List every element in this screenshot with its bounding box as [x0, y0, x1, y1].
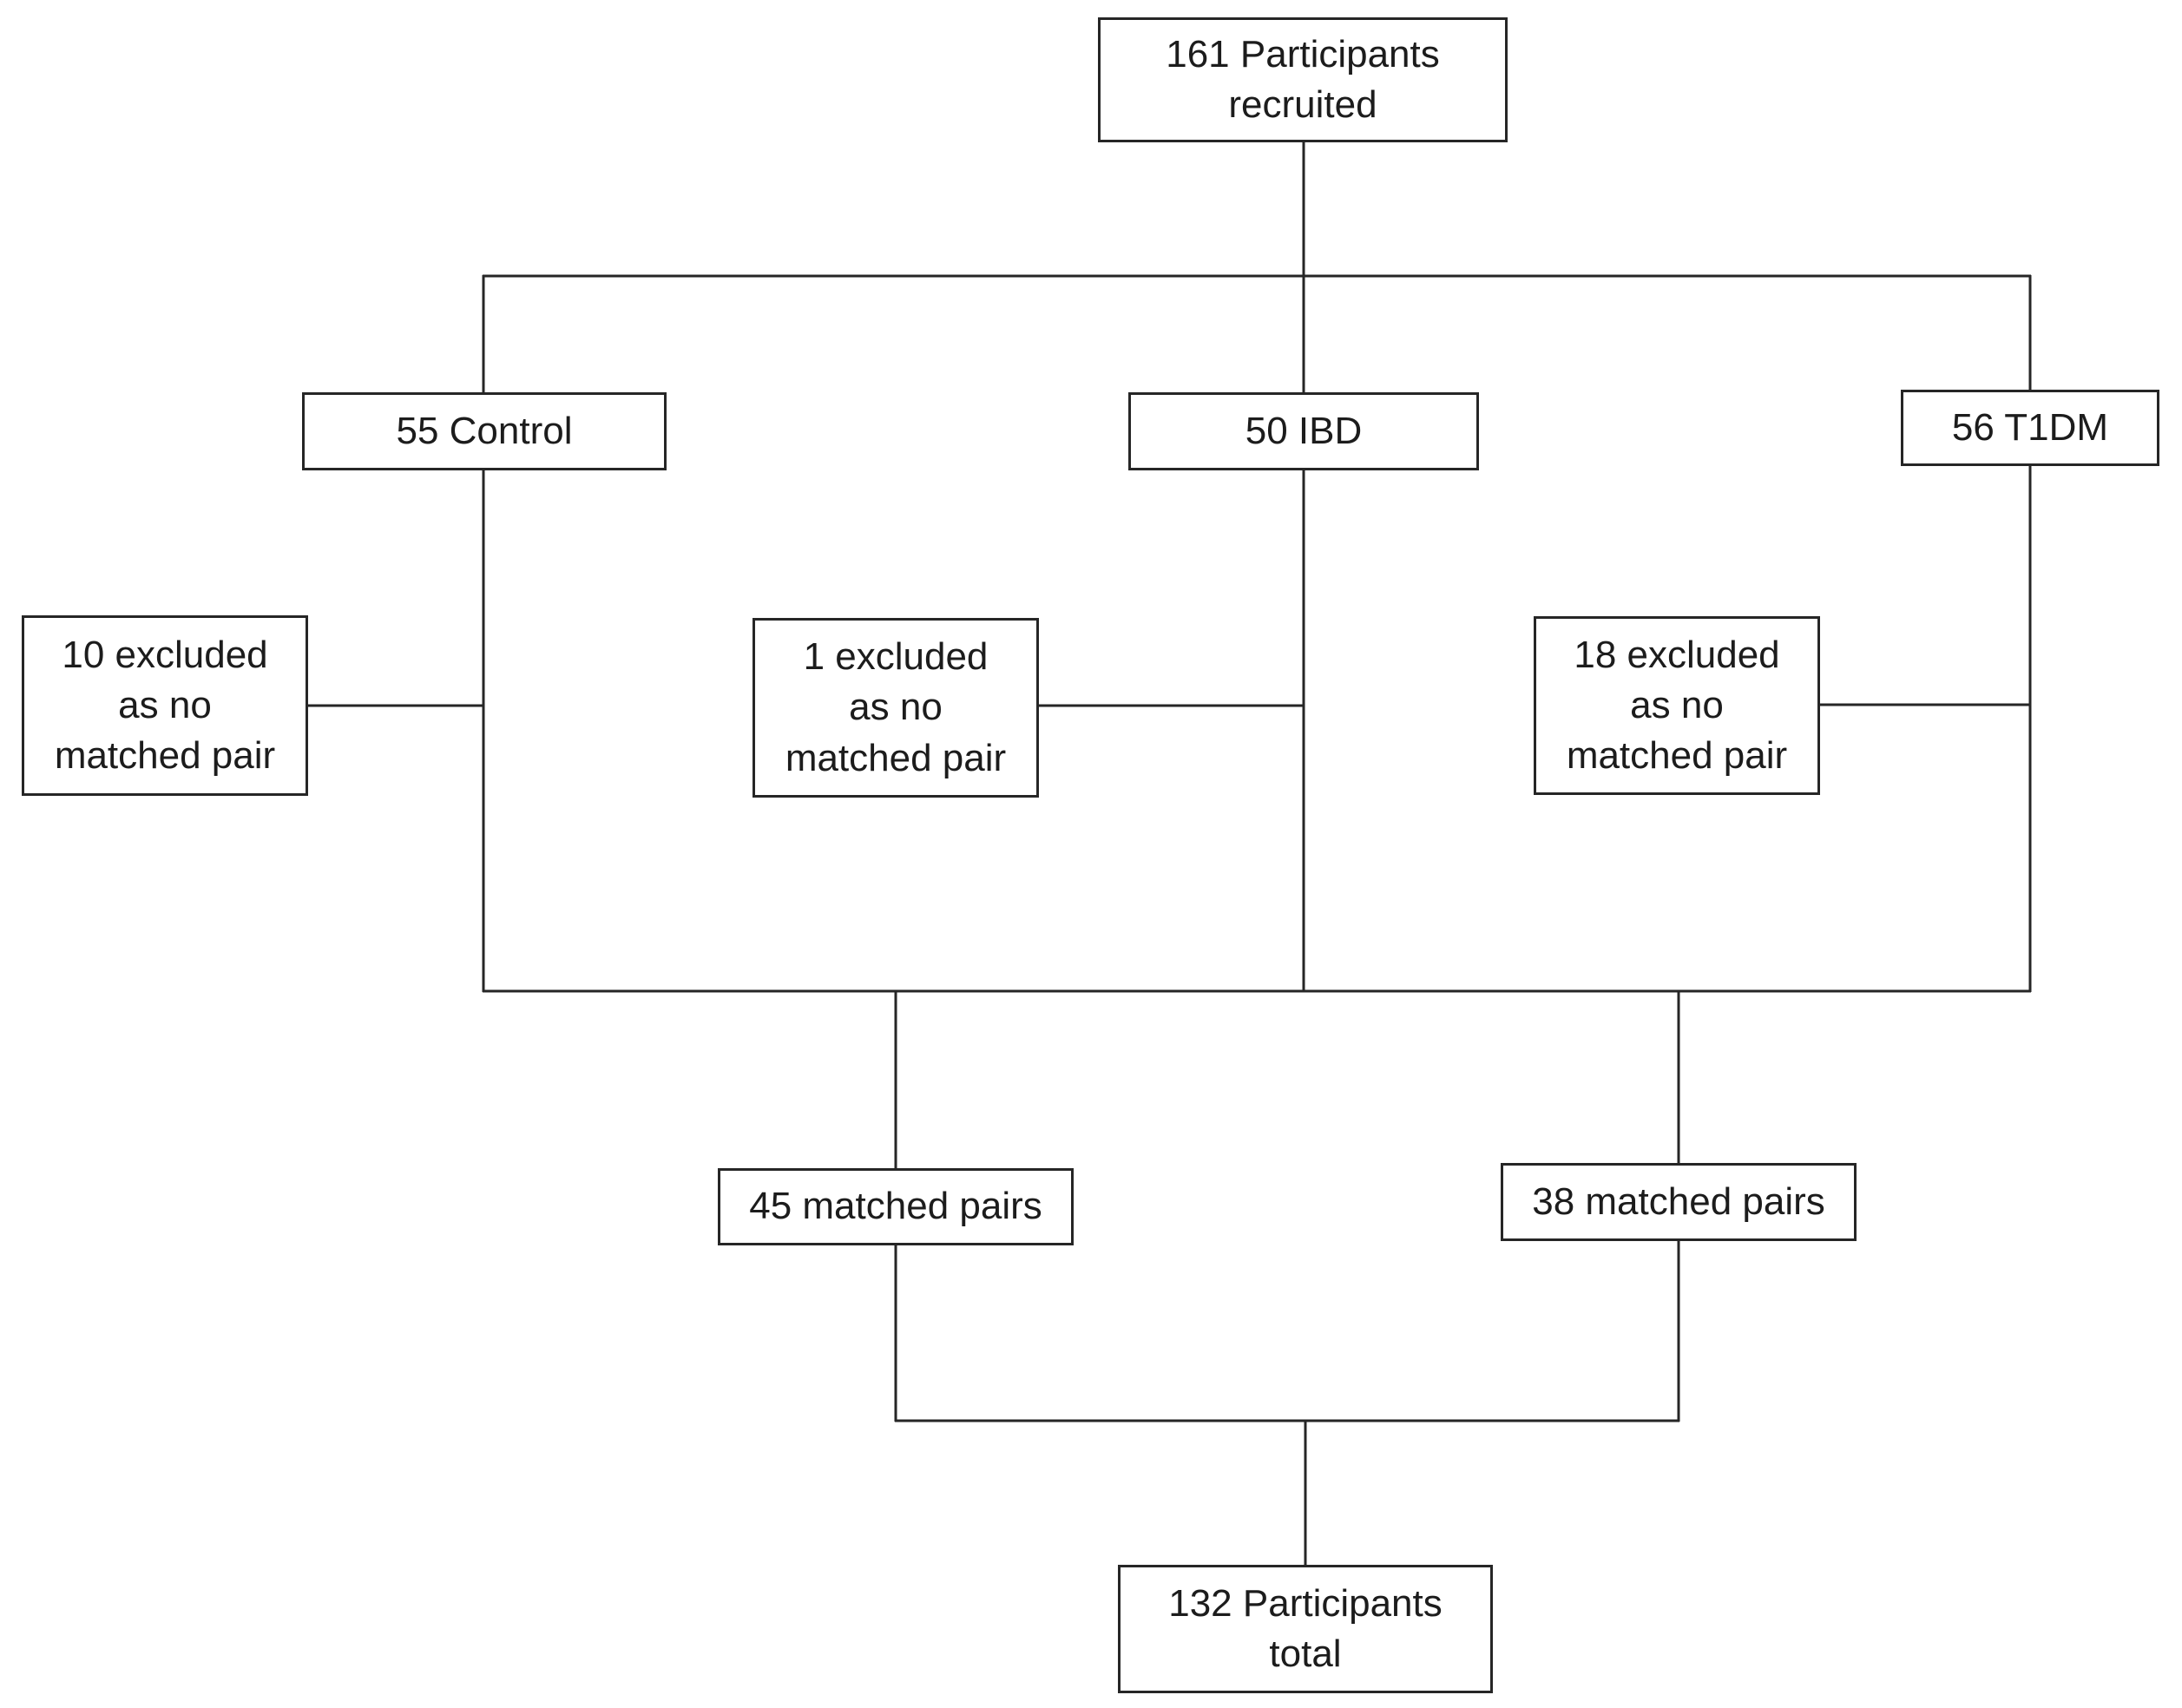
node-recruited-label: 161 Participants recruited — [1166, 32, 1440, 126]
node-matched-pairs-control-ibd-label: 45 matched pairs — [749, 1185, 1042, 1228]
node-excluded-t1dm: 18 excluded as no matched pair — [1534, 616, 1820, 795]
node-t1dm-label: 56 T1DM — [1951, 405, 2109, 449]
node-excluded-control-label: 10 excluded as no matched pair — [54, 633, 276, 778]
node-control-label: 55 Control — [396, 409, 573, 452]
node-matched-pairs-ibd-t1dm: 38 matched pairs — [1501, 1163, 1857, 1241]
node-matched-pairs-control-ibd: 45 matched pairs — [718, 1168, 1074, 1245]
node-excluded-control: 10 excluded as no matched pair — [22, 615, 308, 796]
node-ibd-label: 50 IBD — [1245, 409, 1363, 452]
node-total: 132 Participants total — [1118, 1565, 1493, 1693]
node-control: 55 Control — [302, 392, 667, 470]
node-t1dm: 56 T1DM — [1901, 390, 2159, 466]
node-total-label: 132 Participants total — [1168, 1581, 1443, 1675]
node-recruited: 161 Participants recruited — [1098, 17, 1508, 142]
node-excluded-ibd: 1 excluded as no matched pair — [753, 618, 1039, 798]
node-excluded-t1dm-label: 18 excluded as no matched pair — [1566, 633, 1788, 778]
node-ibd: 50 IBD — [1128, 392, 1479, 470]
node-excluded-ibd-label: 1 excluded as no matched pair — [785, 635, 1007, 779]
node-matched-pairs-ibd-t1dm-label: 38 matched pairs — [1532, 1179, 1825, 1223]
